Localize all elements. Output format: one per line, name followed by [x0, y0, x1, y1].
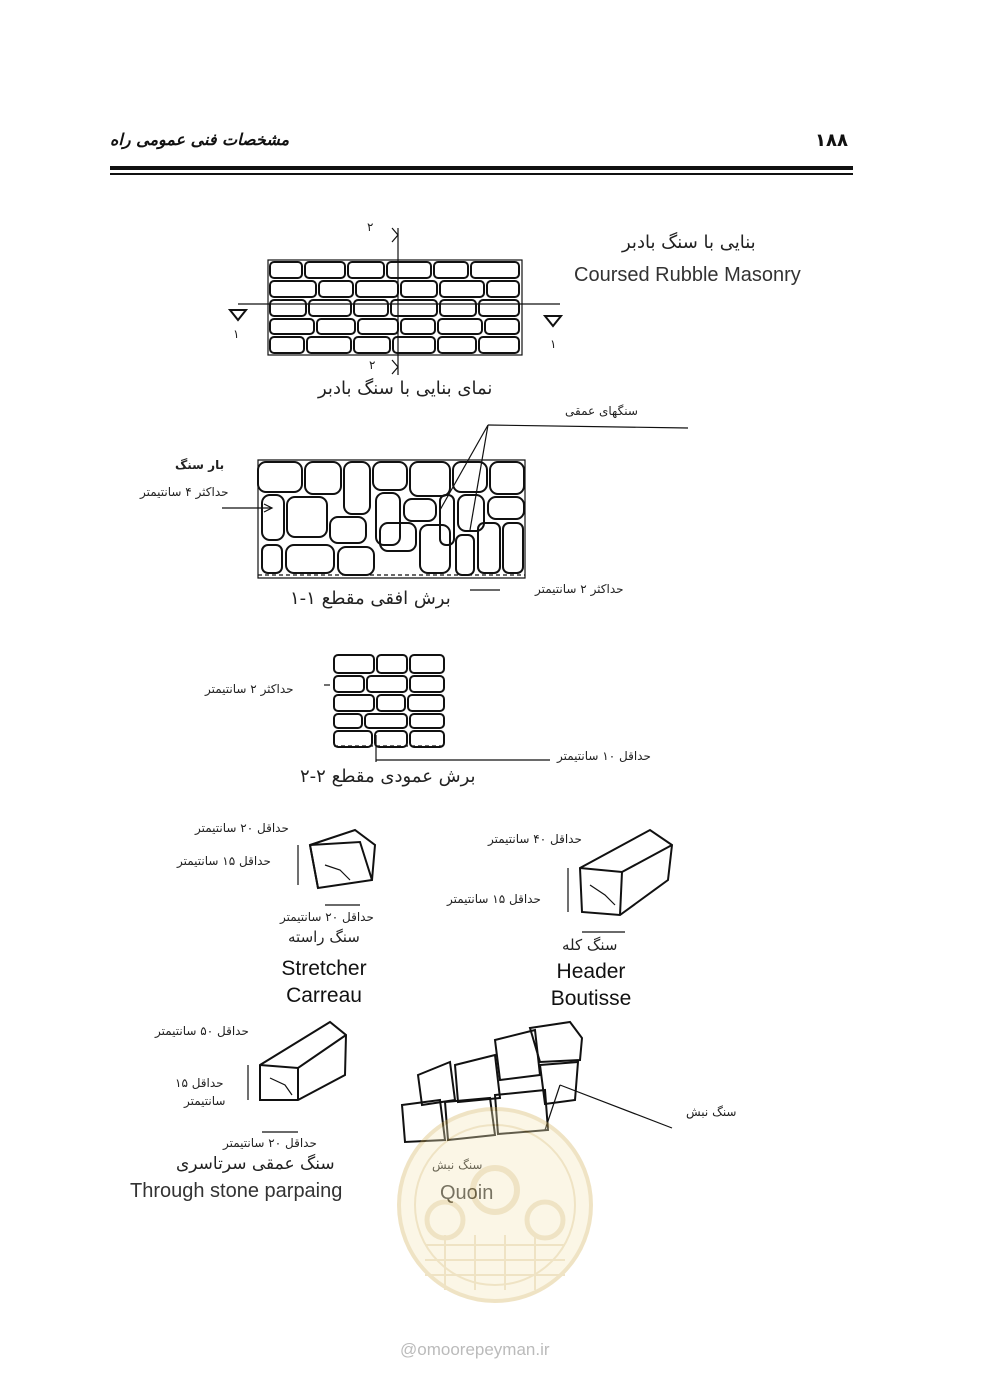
section1-title-en: Coursed Rubble Masonry	[574, 264, 801, 286]
horizontal-section-1-1	[222, 424, 689, 591]
section1-title-fa: بنایی با سنگ بادبر	[622, 232, 756, 253]
through-stone-dim-left-1: حداقل ۱۵	[175, 1076, 224, 1090]
section2-caption: برش افقی مقطع ۱-۱	[290, 588, 451, 609]
coursed-rubble-elevation	[227, 227, 564, 375]
stretcher-stone-drawing	[297, 828, 377, 906]
page-number: ۱۸۸	[815, 130, 848, 151]
through-stone-drawing	[247, 1020, 348, 1133]
footer-website: @omoorepeyman.ir	[400, 1340, 550, 1359]
header-stone-dim-left: حداقل ۱۵ سانتیمتر	[447, 892, 541, 906]
stretcher-name-fa: سنگ راسته	[288, 928, 360, 946]
header-stone-name-fr: Boutisse	[550, 987, 632, 1010]
section-marker-bottom: ۲	[369, 358, 376, 372]
label-max-2cm-vertical: حداکثر ۲ سانتیمتر	[205, 682, 294, 696]
header-rule-thin	[110, 173, 853, 175]
through-stone-name-fa: سنگ عمقی سرتاسری	[176, 1154, 335, 1174]
section3-caption: برش عمودی مقطع ۲-۲	[300, 766, 476, 787]
label-max-4cm: حداکثر ۴ سانتیمتر	[140, 485, 229, 499]
through-stone-dim-top: حداقل ۵۰ سانتیمتر	[155, 1024, 249, 1038]
stretcher-dim-top: حداقل ۲۰ سانتیمتر	[195, 821, 289, 835]
through-stone-name-en: Through stone parpaing	[130, 1180, 343, 1202]
quoin-label-right: سنگ نبش	[686, 1105, 737, 1119]
watermark-seal-icon	[397, 1107, 593, 1303]
header-stone-name-en: Header	[556, 960, 626, 983]
header-stone-name-fa: سنگ کله	[562, 936, 618, 954]
label-deep-stones: سنگهای عمقی	[565, 404, 638, 418]
quoin-name-en: Quoin	[440, 1182, 493, 1205]
header-rule-thick	[110, 166, 853, 170]
vertical-section-2-2	[324, 654, 550, 762]
through-stone-dim-left-2: سانتیمتر	[184, 1094, 226, 1108]
section-marker-top: ۲	[367, 220, 374, 234]
header-stone-drawing	[567, 828, 674, 933]
quoin-name-fa: سنگ نبش	[432, 1158, 483, 1172]
section1-caption: نمای بنایی با سنگ بادبر	[318, 378, 493, 399]
label-mortar: بار سنگ	[175, 458, 225, 472]
stretcher-dim-bottom: حداقل ۲۰ سانتیمتر	[280, 910, 374, 924]
through-stone-dim-bottom: حداقل ۲۰ سانتیمتر	[223, 1136, 317, 1150]
header-stone-dim-top: حداقل ۴۰ سانتیمتر	[488, 832, 582, 846]
stretcher-name-fr: Carreau	[286, 984, 362, 1007]
stretcher-dim-left: حداقل ۱۵ سانتیمتر	[177, 854, 271, 868]
quoin-drawing	[400, 1020, 673, 1144]
label-min-10cm: حداقل ۱۰ سانتیمتر	[557, 749, 651, 763]
section-marker-left: ۱	[233, 327, 240, 341]
stretcher-name-en: Stretcher	[281, 957, 367, 980]
running-header-title: مشخصات فنی عمومی راه	[110, 130, 290, 149]
label-max-2cm: حداکثر ۲ سانتیمتر	[535, 582, 624, 596]
section-marker-right: ۱	[550, 337, 557, 351]
